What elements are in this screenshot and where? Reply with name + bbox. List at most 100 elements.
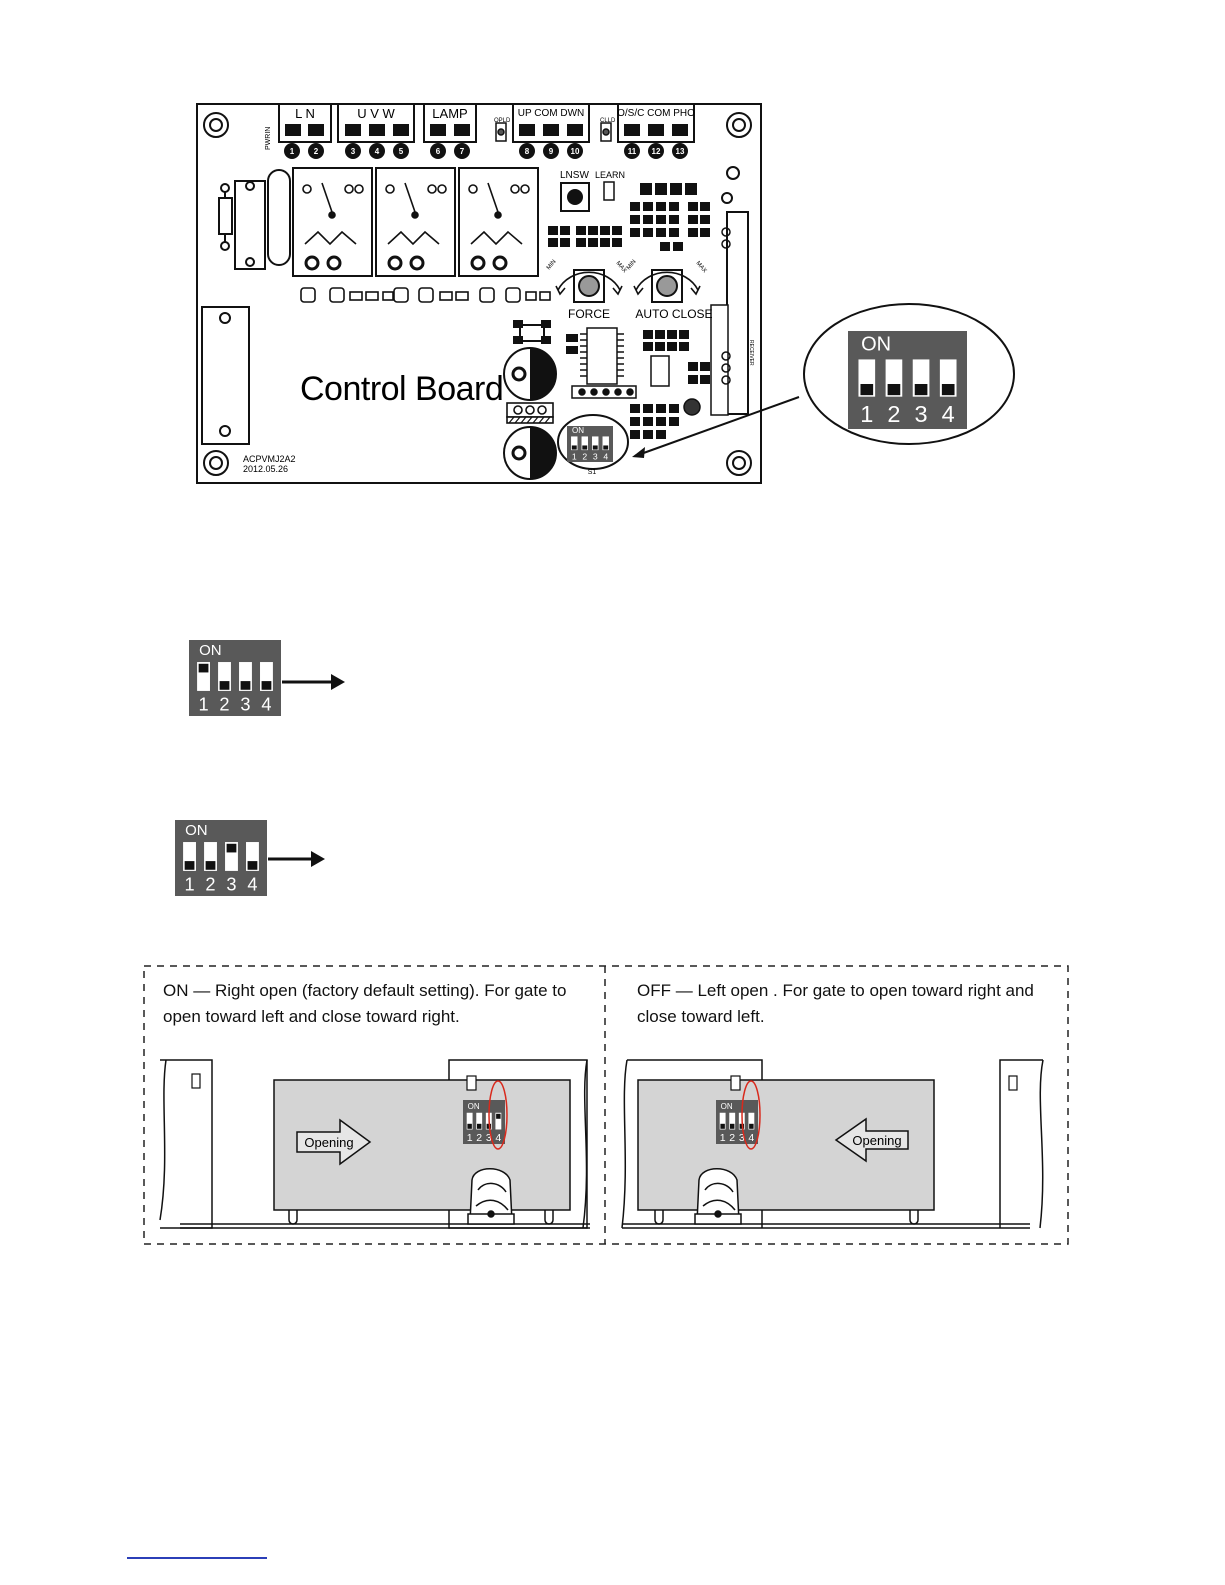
board-dip-knob-4	[603, 445, 609, 450]
right-gate-dip-on-label: ON	[721, 1102, 733, 1111]
learn-label: LEARN	[595, 170, 625, 180]
left-gate-latch	[466, 1075, 477, 1091]
zoom-pointer-line	[637, 396, 800, 456]
terminal-label-lamp: LAMP	[432, 106, 467, 121]
terminal-number-13: 13	[676, 147, 685, 156]
board-dip-knob-2	[582, 445, 588, 450]
board-date: 2012.05.26	[243, 464, 288, 474]
clld-label: CLLD	[600, 118, 616, 124]
example2-dip-number-1: 1	[184, 874, 194, 895]
left-gate-dip-knob-4	[496, 1113, 501, 1119]
receiver-pins	[721, 227, 731, 385]
example2-dip-knob-3	[226, 843, 237, 853]
board-dip-number-3: 3	[593, 451, 598, 461]
right-open-caption: ON — Right open (factory default setting…	[163, 981, 567, 1026]
left-gate-dip-number-1: 1	[467, 1132, 473, 1144]
board-dip-number-4: 4	[603, 451, 608, 461]
zoom-dip-number-1: 1	[860, 401, 873, 427]
terminal-label-up-com-dwn: UP COM DWN	[518, 108, 584, 119]
side-connector	[201, 306, 250, 445]
example2-dip-number-2: 2	[205, 874, 215, 895]
terminal-label-osc-com-pho: O/S/C COM PHO	[617, 108, 695, 119]
microcontroller	[580, 327, 624, 385]
terminal-number-9: 9	[549, 147, 554, 156]
example2-dip-knob-4	[247, 861, 258, 870]
terminal-sockets	[285, 124, 688, 136]
left-gate-wheels	[288, 1210, 554, 1225]
left-opening-arrow	[296, 1118, 372, 1166]
force-min-label: MIN	[546, 259, 558, 271]
zoom-dip-number-4: 4	[942, 401, 955, 427]
force-label: FORCE	[568, 307, 610, 321]
left-switch4-highlight	[488, 1080, 508, 1150]
right-gate-dip-number-4: 4	[748, 1132, 754, 1144]
terminal-number-8: 8	[525, 147, 530, 156]
right-gate-wheels	[654, 1210, 919, 1225]
right-gate-dip-knob-4	[749, 1123, 754, 1129]
dip-example-2-arrowhead	[311, 851, 325, 867]
terminal-number-11: 11	[628, 147, 637, 156]
zoom-dip-knob-2	[887, 383, 901, 396]
right-gate-dip-knob-2	[729, 1123, 735, 1129]
zoom-dip-knob-3	[914, 383, 928, 396]
example1-dip-on-label: ON	[199, 642, 222, 659]
board-dip-slot-4	[602, 436, 609, 451]
right-gate-dip-knob-1	[720, 1123, 725, 1129]
example2-dip-on-label: ON	[185, 822, 208, 839]
terminal-number-5: 5	[399, 147, 404, 156]
pwrin-label: PWRIN	[265, 127, 272, 150]
relay-contacts	[302, 182, 530, 271]
zoom-dip-number-2: 2	[887, 401, 900, 427]
zoom-dip-knob-4	[941, 383, 955, 396]
terminal-number-1: 1	[290, 147, 295, 156]
example1-dip-knob-1	[198, 663, 209, 673]
terminal-number-12: 12	[652, 147, 661, 156]
terminal-number-2: 2	[314, 147, 319, 156]
auto-close-potentiometer	[633, 269, 701, 303]
dip-example-1-arrowhead	[331, 674, 345, 690]
right-opening-label: Opening	[852, 1133, 901, 1148]
receiver-label: RECEIVER	[748, 340, 754, 366]
example1-dip-number-3: 3	[240, 694, 250, 715]
auto-close-min-label: MIN	[626, 259, 638, 271]
learn-led	[603, 181, 615, 201]
right-switch4-highlight	[741, 1080, 761, 1150]
example2-dip-number-3: 3	[226, 874, 236, 895]
example1-dip-knob-3	[240, 681, 251, 690]
left-gate-dip-number-3: 3	[486, 1132, 492, 1144]
terminal-number-7: 7	[460, 147, 465, 156]
transistor-row	[571, 355, 701, 416]
zoom-dip-on-label: ON	[861, 334, 891, 356]
left-gate-dip-slot-4	[495, 1112, 502, 1130]
example2-dip-knob-1	[184, 861, 195, 870]
terminal-label-uvw: U V W	[357, 106, 395, 121]
example1-dip-number-4: 4	[261, 694, 271, 715]
left-post-cap	[191, 1073, 201, 1089]
terminal-number-badges	[284, 143, 688, 159]
footer-link-underline[interactable]	[127, 1557, 267, 1559]
capacitor-lower	[503, 426, 557, 480]
example1-dip-knob-2	[219, 681, 230, 690]
right-gate-motor	[694, 1168, 742, 1225]
right-opening-arrow	[834, 1117, 909, 1163]
led-indicators	[495, 122, 612, 142]
board-dip-number-2: 2	[582, 451, 587, 461]
board-dip-slot-2	[581, 436, 588, 451]
auto-close-label: AUTO CLOSE	[635, 307, 712, 321]
board-dip-on-label: ON	[572, 426, 584, 435]
terminal-label-ln: L N	[295, 106, 315, 121]
regulator	[513, 320, 551, 344]
example2-dip-number-4: 4	[247, 874, 257, 895]
right-gate-dip-number-3: 3	[739, 1132, 745, 1144]
board-dip-number-1: 1	[572, 451, 577, 461]
force-potentiometer	[555, 269, 623, 303]
right-gate-dip-slot-1	[719, 1112, 726, 1130]
status-led-top	[721, 166, 740, 204]
right-gate-dip-number-1: 1	[720, 1132, 726, 1144]
